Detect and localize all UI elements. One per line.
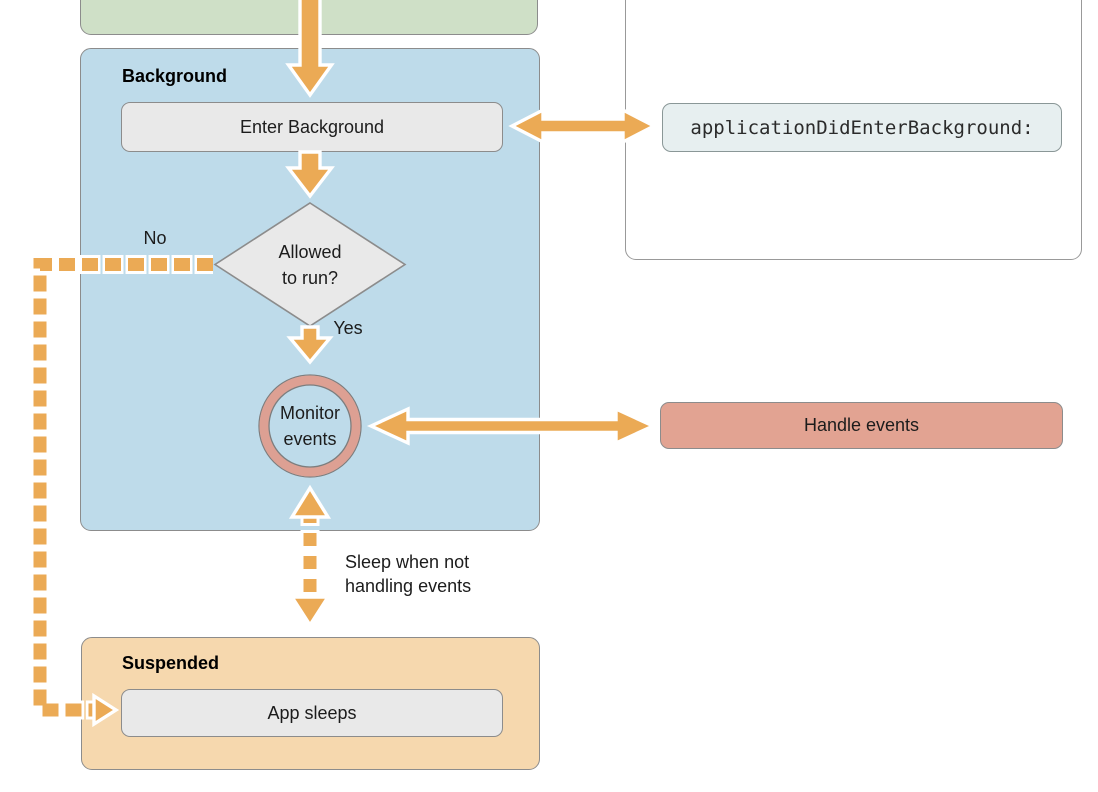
- handle-events-node: Handle events: [660, 402, 1063, 449]
- suspended-panel-title: Suspended: [122, 653, 220, 673]
- allowed-to-run-label: Allowed to run?: [278, 242, 342, 288]
- did-enter-background-callback-node: applicationDidEnterBackground:: [662, 103, 1062, 152]
- edge-label-no: No: [143, 228, 167, 248]
- background-panel-title: Background: [122, 66, 228, 86]
- app-sleeps-label: App sleeps: [267, 702, 357, 723]
- enter-background-node: Enter Background: [121, 102, 503, 152]
- edge-label-yes: Yes: [333, 318, 363, 338]
- handle-events-label: Handle events: [803, 415, 920, 435]
- enter-background-label: Enter Background: [239, 116, 385, 137]
- did-enter-background-callback-label: applicationDidEnterBackground:: [690, 116, 1034, 139]
- foreground-state-panel: [80, 0, 538, 35]
- app-sleeps-node: App sleeps: [121, 689, 503, 737]
- edge-label-sleep-note: Sleep when not handling events: [345, 552, 472, 596]
- monitor-events-label: Monitor events: [279, 403, 341, 449]
